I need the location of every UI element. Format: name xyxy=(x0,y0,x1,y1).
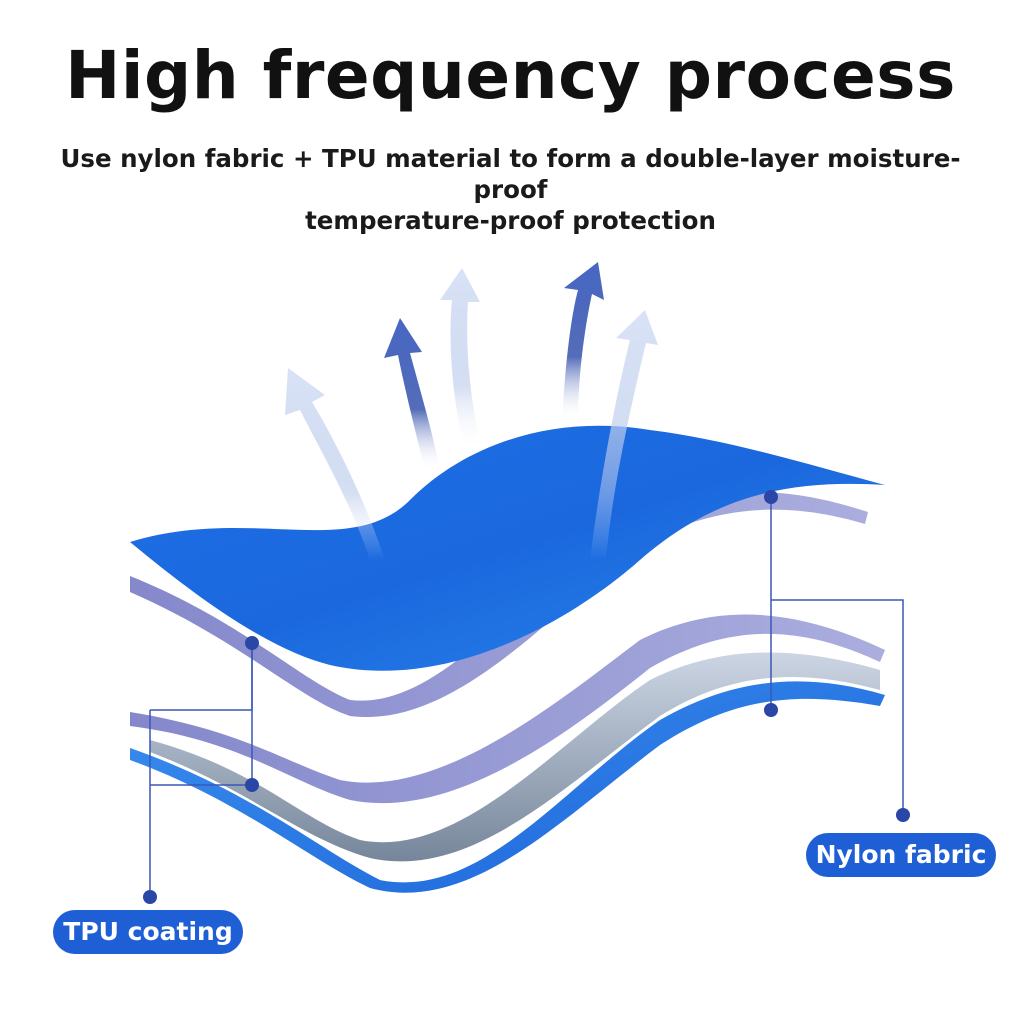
subtitle-line-1: Use nylon fabric + TPU material to form … xyxy=(60,144,961,204)
nylon-fabric-label: Nylon fabric xyxy=(806,833,996,877)
grey-membrane xyxy=(150,652,880,862)
nylon-callout xyxy=(770,497,904,815)
vapor-arrow-4 xyxy=(562,262,604,420)
vapor-arrows xyxy=(285,262,658,560)
bottom-nylon-layer xyxy=(130,681,885,893)
top-nylon-layer xyxy=(130,425,885,671)
nylon-callout-dot-lower xyxy=(764,703,778,717)
vapor-arrow-3 xyxy=(440,268,482,450)
tpu-callout-dot-upper xyxy=(245,636,259,650)
vapor-arrow-5 xyxy=(590,310,658,560)
subtitle-line-2: temperature-proof protection xyxy=(305,206,716,235)
vapor-arrow-2 xyxy=(384,318,440,470)
nylon-callout-dot-upper xyxy=(764,490,778,504)
tpu-callout-dot-lower xyxy=(245,778,259,792)
nylon-callout-dot-end xyxy=(896,808,910,822)
page-title: High frequency process xyxy=(65,37,956,114)
subtitle: Use nylon fabric + TPU material to form … xyxy=(40,143,981,236)
vapor-arrow-1 xyxy=(285,368,385,560)
tpu-coating-label: TPU coating xyxy=(53,910,243,954)
tpu-callout-dot-end xyxy=(143,890,157,904)
tpu-callout xyxy=(149,643,253,897)
lower-tpu-layer xyxy=(130,614,885,804)
